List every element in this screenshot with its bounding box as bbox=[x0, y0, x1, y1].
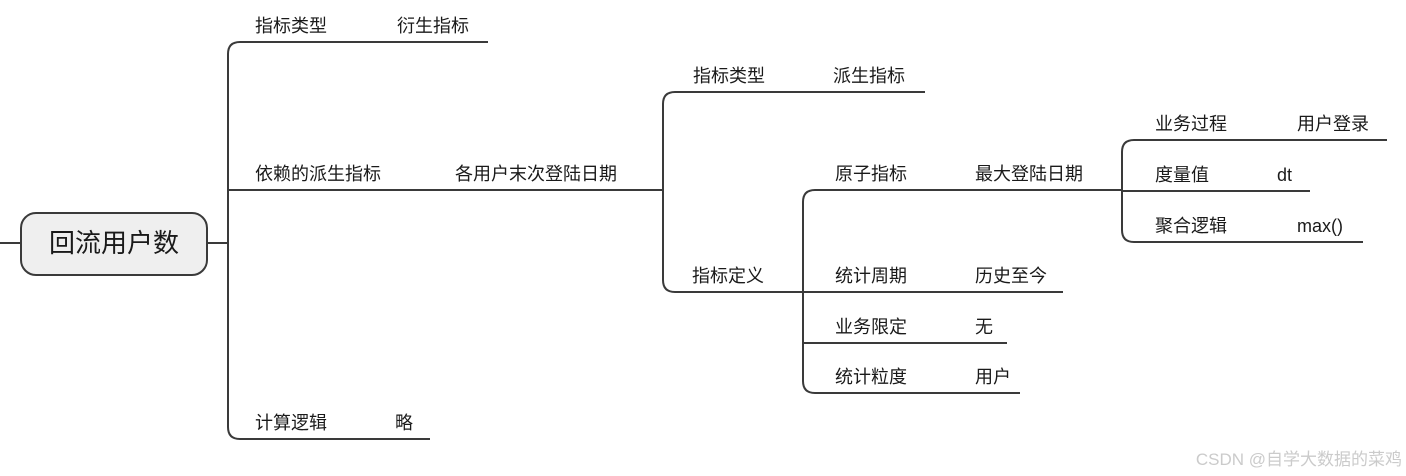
node-stat-period-label[interactable]: 统计周期 bbox=[835, 266, 907, 286]
node-measure-value-label[interactable]: 度量值 bbox=[1155, 165, 1209, 185]
node-stat-granularity[interactable]: 统计粒度 用户 bbox=[835, 367, 1011, 387]
node-business-limit-label[interactable]: 业务限定 bbox=[835, 317, 907, 337]
watermark-text: CSDN @自学大数据的菜鸡 bbox=[1196, 450, 1402, 469]
node-sub-metric-type-value[interactable]: 派生指标 bbox=[833, 66, 905, 86]
node-business-process-label[interactable]: 业务过程 bbox=[1155, 114, 1227, 134]
node-measure-value-value[interactable]: dt bbox=[1277, 165, 1292, 185]
node-metric-type-value[interactable]: 衍生指标 bbox=[397, 16, 469, 36]
node-stat-granularity-value[interactable]: 用户 bbox=[975, 367, 1011, 387]
node-atomic-metric[interactable]: 原子指标 最大登陆日期 bbox=[835, 164, 1083, 184]
node-stat-period-value[interactable]: 历史至今 bbox=[975, 266, 1047, 286]
node-dependent-derived-metric[interactable]: 依赖的派生指标 各用户末次登陆日期 bbox=[255, 164, 617, 184]
node-metric-definition-label[interactable]: 指标定义 bbox=[692, 266, 764, 286]
node-calc-logic-value[interactable]: 略 bbox=[395, 413, 413, 433]
node-stat-granularity-label[interactable]: 统计粒度 bbox=[835, 367, 907, 387]
node-atomic-metric-value[interactable]: 最大登陆日期 bbox=[975, 164, 1083, 184]
node-measure-value[interactable]: 度量值 dt bbox=[1155, 165, 1292, 185]
node-metric-type-label[interactable]: 指标类型 bbox=[255, 16, 327, 36]
node-agg-logic-label[interactable]: 聚合逻辑 bbox=[1155, 216, 1227, 236]
node-business-limit[interactable]: 业务限定 无 bbox=[835, 317, 993, 337]
node-sub-metric-type-label[interactable]: 指标类型 bbox=[693, 66, 765, 86]
root-node-label: 回流用户数 bbox=[49, 228, 179, 258]
node-business-process[interactable]: 业务过程 用户登录 bbox=[1155, 114, 1369, 134]
connector-trunk-level3 bbox=[802, 189, 1122, 394]
node-atomic-metric-label[interactable]: 原子指标 bbox=[835, 164, 907, 184]
node-agg-logic[interactable]: 聚合逻辑 max() bbox=[1155, 216, 1343, 236]
connector-trunk-level1 bbox=[227, 41, 488, 440]
node-dependent-derived-metric-label[interactable]: 依赖的派生指标 bbox=[255, 164, 381, 184]
node-metric-type[interactable]: 指标类型 衍生指标 bbox=[255, 16, 469, 36]
connector-trunk-level2 bbox=[662, 91, 1063, 293]
node-sub-metric-type[interactable]: 指标类型 派生指标 bbox=[693, 66, 905, 86]
node-root[interactable]: 回流用户数 bbox=[20, 212, 208, 276]
node-business-process-value[interactable]: 用户登录 bbox=[1297, 114, 1369, 134]
node-calc-logic-label[interactable]: 计算逻辑 bbox=[255, 413, 327, 433]
node-calc-logic[interactable]: 计算逻辑 略 bbox=[255, 413, 413, 433]
node-business-limit-value[interactable]: 无 bbox=[975, 317, 993, 337]
node-metric-definition[interactable]: 指标定义 bbox=[692, 266, 764, 286]
node-agg-logic-value[interactable]: max() bbox=[1297, 216, 1343, 236]
node-dependent-derived-metric-value[interactable]: 各用户末次登陆日期 bbox=[455, 164, 617, 184]
root-node-box[interactable] bbox=[20, 212, 208, 276]
node-stat-period[interactable]: 统计周期 历史至今 bbox=[835, 266, 1047, 286]
